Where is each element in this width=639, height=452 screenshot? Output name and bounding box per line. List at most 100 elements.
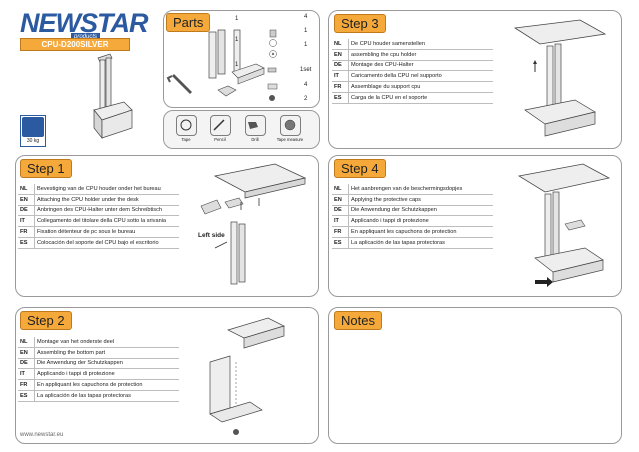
product-illustration [93, 53, 133, 139]
left-side-label: Left side [198, 232, 225, 239]
instruction-text: La aplicación de las tapas protectoras [34, 390, 179, 402]
step3-illustration [513, 19, 607, 137]
instruction-text: assembling the cpu holder [348, 49, 493, 61]
language-code: IT [332, 70, 349, 83]
language-code: FR [18, 226, 35, 238]
instruction-text: Die Anwendung der Schutzkappen [348, 205, 493, 217]
model-badge: CPU-D200SILVER [20, 38, 130, 51]
step2-illustration [209, 317, 285, 435]
language-code: ES [18, 237, 35, 249]
instruction-text: Caricamento della CPU nel supporto [348, 70, 493, 83]
tool-drill-label: Drill [251, 137, 259, 142]
qty-9: 2 [304, 96, 308, 102]
language-code: ES [332, 92, 349, 104]
footer-url[interactable]: www.newstar.eu [20, 432, 64, 438]
qty-6: 1 [304, 42, 308, 48]
language-code: DE [332, 205, 349, 217]
step4-illustration [517, 163, 611, 287]
step1-illustration [200, 163, 307, 285]
language-code: EN [332, 49, 349, 61]
weight-label: 30 kg [26, 138, 40, 144]
instruction-text: La aplicación de las tapas protectoras [348, 237, 493, 249]
qty-3: 1 [235, 62, 239, 68]
language-code: FR [332, 81, 349, 93]
instruction-text: Fixation détenteur de pc sous le bureau [34, 226, 179, 238]
language-code: FR [332, 226, 349, 238]
notes-title: Notes [334, 311, 382, 330]
language-code: IT [18, 368, 35, 381]
instruction-text: Anbringen des CPU-Halter unter dem Schre… [34, 205, 179, 217]
language-code: NL [332, 184, 349, 195]
language-code: EN [18, 194, 35, 206]
tool-tape-label: Tape [181, 137, 191, 142]
instruction-text: Die Anwendung der Schutzkappen [34, 358, 179, 370]
language-code: EN [332, 194, 349, 206]
instruction-text: Colocación del soporte del CPU bajo el e… [34, 237, 179, 249]
qty-7: 1set [300, 67, 312, 73]
qty-4: 4 [304, 14, 308, 20]
language-code: ES [332, 237, 349, 249]
step1-title: Step 1 [20, 159, 72, 178]
instruction-text: Applicando i tappi di protezione [348, 215, 493, 228]
language-code: FR [18, 379, 35, 391]
instruction-text: Montage van het onderste deel [34, 337, 179, 348]
qty-2: 1 [235, 37, 239, 43]
language-code: IT [332, 215, 349, 228]
language-code: NL [332, 39, 349, 50]
qty-1: 1 [235, 16, 239, 22]
tool-pencil-label: Pencil [214, 137, 226, 142]
language-code: DE [332, 60, 349, 72]
qty-5: 1 [304, 28, 308, 34]
instruction-text: Assembling the bottom part [34, 347, 179, 359]
language-code: NL [18, 184, 35, 195]
instruction-text: Assemblage du support cpu [348, 81, 493, 93]
language-code: EN [18, 347, 35, 359]
instruction-text: En appliquant les capuchons de protectio… [34, 379, 179, 391]
language-code: DE [18, 205, 35, 217]
tools-drawings [180, 119, 296, 131]
tape-icon [176, 115, 197, 136]
instruction-text: De CPU houder samenstellen [348, 39, 493, 50]
parts-title: Parts [166, 13, 211, 32]
weight-capacity-badge: 30 kg [20, 115, 46, 147]
instruction-text: Het aanbrengen van de beschermingsdopjes [348, 184, 493, 195]
instruction-text: Applying the protective caps [348, 194, 493, 206]
instruction-text: Attaching the CPU holder under the desk [34, 194, 179, 206]
instruction-text: Collegamento del titolare della CPU sott… [34, 215, 179, 228]
parts-illustration [166, 29, 278, 101]
step3-title: Step 3 [334, 14, 386, 33]
language-code: NL [18, 337, 35, 348]
instruction-text: Bevestiging van de CPU houder onder het … [34, 184, 179, 195]
language-code: ES [18, 390, 35, 402]
language-code: DE [18, 358, 35, 370]
instruction-text: Montage des CPU-Halter [348, 60, 493, 72]
weight-icon [22, 117, 44, 137]
step4-title: Step 4 [334, 159, 386, 178]
step2-title: Step 2 [20, 311, 72, 330]
